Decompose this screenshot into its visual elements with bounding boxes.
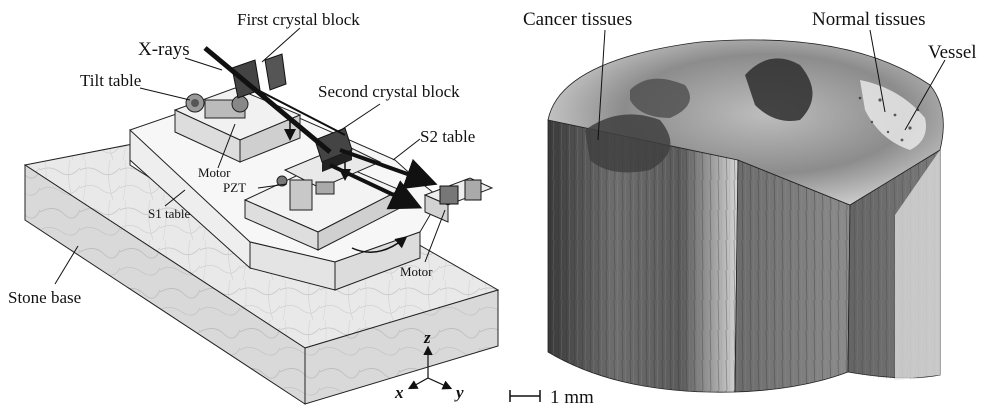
instrument-diagram-svg: First crystal block X-rays Tilt table Se… <box>8 10 500 405</box>
leader-lines <box>54 27 446 285</box>
s1-table-label: S1 table <box>148 206 190 221</box>
vessel-label: Vessel <box>928 42 977 63</box>
tissue-rendering-svg: Cancer tissues Normal tissues Vessel 1 m… <box>509 9 977 408</box>
motor-lower-label: Motor <box>400 264 433 279</box>
z-axis-label: z <box>423 328 431 347</box>
motor-lower <box>423 177 494 223</box>
xray-beams <box>203 46 438 253</box>
tilt-table <box>173 87 302 163</box>
s2-table-label: S2 table <box>420 127 475 146</box>
tissue-leader-lines <box>597 29 946 141</box>
tissue-rendering: Cancer tissues Normal tissues Vessel 1 m… <box>500 0 993 408</box>
second-crystal-block-label: Second crystal block <box>318 82 460 101</box>
x-axis-label: x <box>394 383 404 402</box>
cancer-tissues-label: Cancer tissues <box>523 9 632 30</box>
stone-base-label: Stone base <box>8 288 81 307</box>
first-crystal-block-label: First crystal block <box>237 10 360 29</box>
pzt-label: PZT <box>223 180 246 195</box>
axes-indicator: z x y <box>394 328 464 402</box>
motor-upper-label: Motor <box>198 165 231 180</box>
x-rays-label: X-rays <box>138 39 190 60</box>
instrument-diagram: First crystal block X-rays Tilt table Se… <box>0 0 500 408</box>
tissue-cylinder <box>547 39 944 393</box>
y-axis-label: y <box>454 383 464 402</box>
tilt-table-label: Tilt table <box>80 71 141 90</box>
scale-bar-label: 1 mm <box>550 387 594 408</box>
normal-tissues-label: Normal tissues <box>812 9 925 30</box>
scale-bar: 1 mm <box>509 387 594 408</box>
